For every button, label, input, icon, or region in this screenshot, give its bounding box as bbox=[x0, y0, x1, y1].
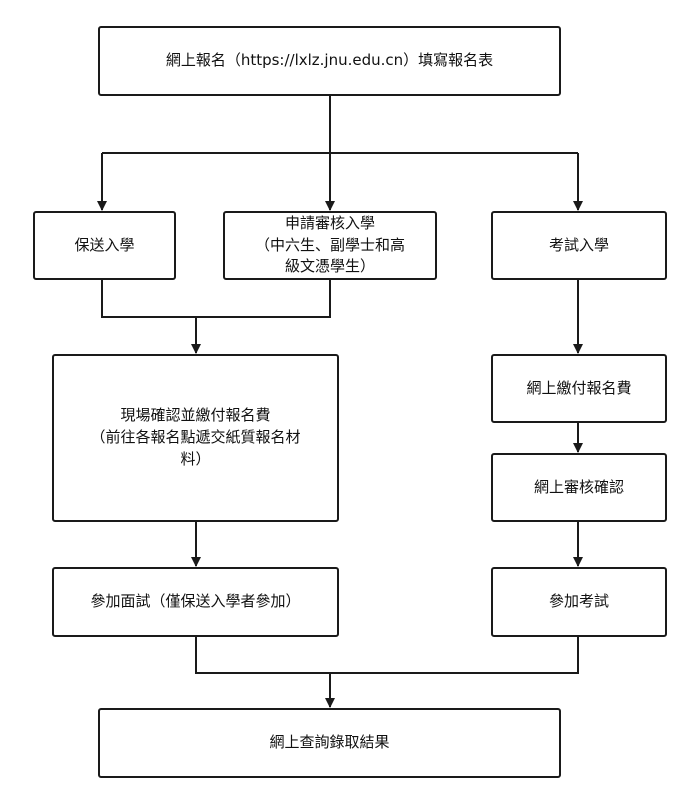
node-online-review: 網上審核確認 bbox=[491, 453, 667, 522]
node-exam-admission: 考試入學 bbox=[491, 211, 667, 280]
node-recommendation-admission: 保送入學 bbox=[33, 211, 176, 280]
node-admission-result-label: 網上查詢錄取結果 bbox=[269, 733, 390, 752]
connector-merge-left bbox=[101, 279, 331, 318]
node-online-review-label: 網上審核確認 bbox=[533, 477, 624, 496]
node-exam-admission-label: 考試入學 bbox=[548, 235, 609, 254]
node-application-review-admission-label: 申請審核入學 （中六生、副學士和高 級文憑學生） bbox=[254, 213, 405, 276]
node-recommendation-admission-label: 保送入學 bbox=[74, 235, 135, 254]
node-online-registration-label: 網上報名（https://lxlz.jnu.edu.cn）填寫報名表 bbox=[165, 51, 494, 70]
node-online-payment-label: 網上繳付報名費 bbox=[526, 378, 632, 397]
node-interview: 參加面試（僅保送入學者參加） bbox=[52, 567, 339, 637]
node-onsite-confirmation-label: 現場確認並繳付報名費 （前往各報名點遞交紙質報名材 料） bbox=[90, 406, 301, 468]
node-online-payment: 網上繳付報名費 bbox=[491, 354, 667, 423]
connector-merge-bottom bbox=[195, 636, 579, 674]
node-online-registration: 網上報名（https://lxlz.jnu.edu.cn）填寫報名表 bbox=[98, 26, 561, 96]
node-interview-label: 參加面試（僅保送入學者參加） bbox=[90, 592, 301, 611]
node-take-exam-label: 參加考試 bbox=[548, 592, 609, 611]
node-take-exam: 參加考試 bbox=[491, 567, 667, 637]
node-application-review-admission: 申請審核入學 （中六生、副學士和高 級文憑學生） bbox=[223, 211, 437, 280]
node-admission-result: 網上查詢錄取結果 bbox=[98, 708, 561, 778]
node-onsite-confirmation: 現場確認並繳付報名費 （前往各報名點遞交紙質報名材 料） bbox=[52, 354, 339, 522]
